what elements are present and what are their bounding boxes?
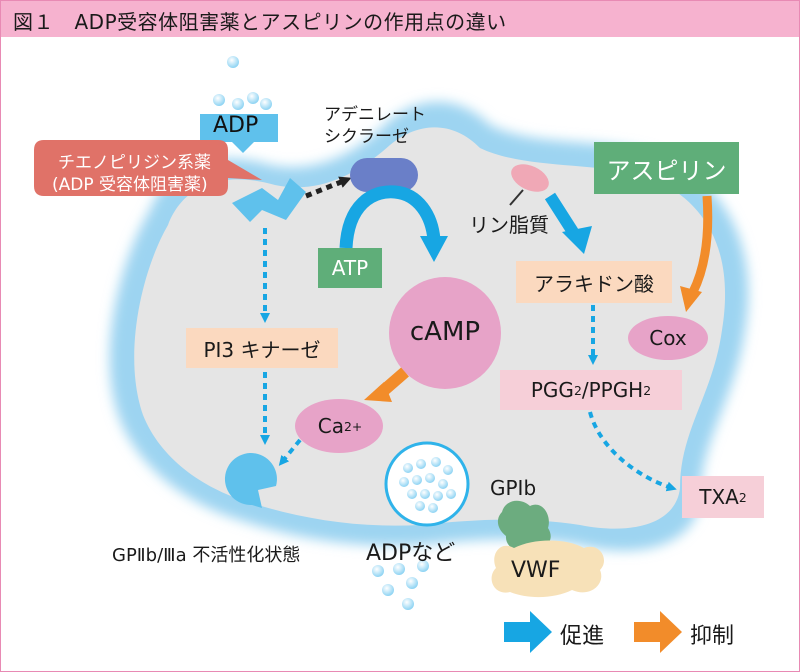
pi3-kinase-box: PI3 キナーゼ	[186, 328, 338, 368]
ca-node	[295, 399, 383, 453]
aspirin-to-cox-arrowhead	[680, 286, 702, 312]
ca-charge: 2+	[343, 418, 363, 434]
gpib-receptor	[497, 500, 551, 552]
camp-node	[389, 277, 501, 389]
pgg-sep-text: /PPGH	[581, 378, 644, 402]
adp-bubbles-top	[213, 56, 272, 110]
granule-contents	[399, 457, 456, 513]
camp-to-ca-arrowhead	[364, 382, 392, 402]
atp-to-camp-arrow	[339, 185, 441, 249]
pgg-to-txa-arrow	[588, 411, 677, 492]
cox-node	[628, 316, 708, 360]
pgg-text: PGG	[530, 378, 574, 402]
legend-promote-arrow	[504, 611, 552, 653]
atp-to-camp-arrowhead	[420, 236, 448, 262]
title-bar: 図１ ADP受容体阻害薬とアスピリンの作用点の違い	[1, 1, 799, 37]
legend-inhibit-label: 抑制	[690, 624, 735, 649]
adp-tag	[200, 114, 278, 153]
pgg-sub: 2	[573, 382, 582, 398]
vwf-factor	[491, 540, 605, 598]
ca-to-gp-arrow	[278, 438, 302, 466]
aspirin-box: アスピリン	[594, 142, 739, 194]
adp-etc-label: ADPなど	[366, 541, 456, 566]
figure-title: 図１ ADP受容体阻害薬とアスピリンの作用点の違い	[13, 10, 507, 34]
thienopyridine-label-line1: チエノピリジン系薬	[58, 153, 211, 173]
aspirin-to-cox-arrow	[688, 195, 713, 295]
cox-label: Cox	[649, 326, 687, 350]
arachidonic-acid-box: アラキドン酸	[516, 261, 672, 303]
camp-label: cAMP	[409, 317, 481, 347]
thienopyridine-label-line2: (ADP 受容体阻害薬)	[52, 175, 208, 195]
adenylate-cyclase-label: アデニレート シクラーゼ	[324, 105, 426, 147]
adp-bubbles-bottom	[372, 560, 429, 610]
legend-inhibit-arrow	[634, 611, 682, 653]
adenylate-cyclase-node	[350, 158, 418, 192]
phospholipid-leader	[509, 189, 524, 206]
txa-sub: 2	[738, 489, 747, 505]
adp-receptor	[232, 178, 306, 222]
receptor-to-cyclase-arrow	[305, 176, 352, 199]
ca-symbol: Ca	[317, 414, 344, 438]
ppgh-sub: 2	[643, 382, 652, 398]
phospholipid-label: リン脂質	[469, 213, 549, 237]
txa-text: TXA	[699, 485, 739, 509]
atp-box: ATP	[318, 248, 382, 288]
gpib-label: GPIb	[490, 476, 537, 500]
vwf-label: VWF	[511, 558, 561, 583]
adp-label: ADP	[213, 113, 259, 138]
lipid-to-arachidonic-arrow	[544, 192, 579, 236]
legend-promote-label: 促進	[560, 624, 605, 649]
granule	[384, 441, 470, 527]
thienopyridine-callout	[34, 140, 262, 196]
lipid-to-arachidonic-arrowhead	[562, 226, 592, 254]
gp-inactive-label: GPⅡb/Ⅲa 不活性化状態	[112, 545, 301, 566]
gp2b3a-receptor	[224, 453, 277, 508]
phospholipid-node	[511, 164, 549, 192]
